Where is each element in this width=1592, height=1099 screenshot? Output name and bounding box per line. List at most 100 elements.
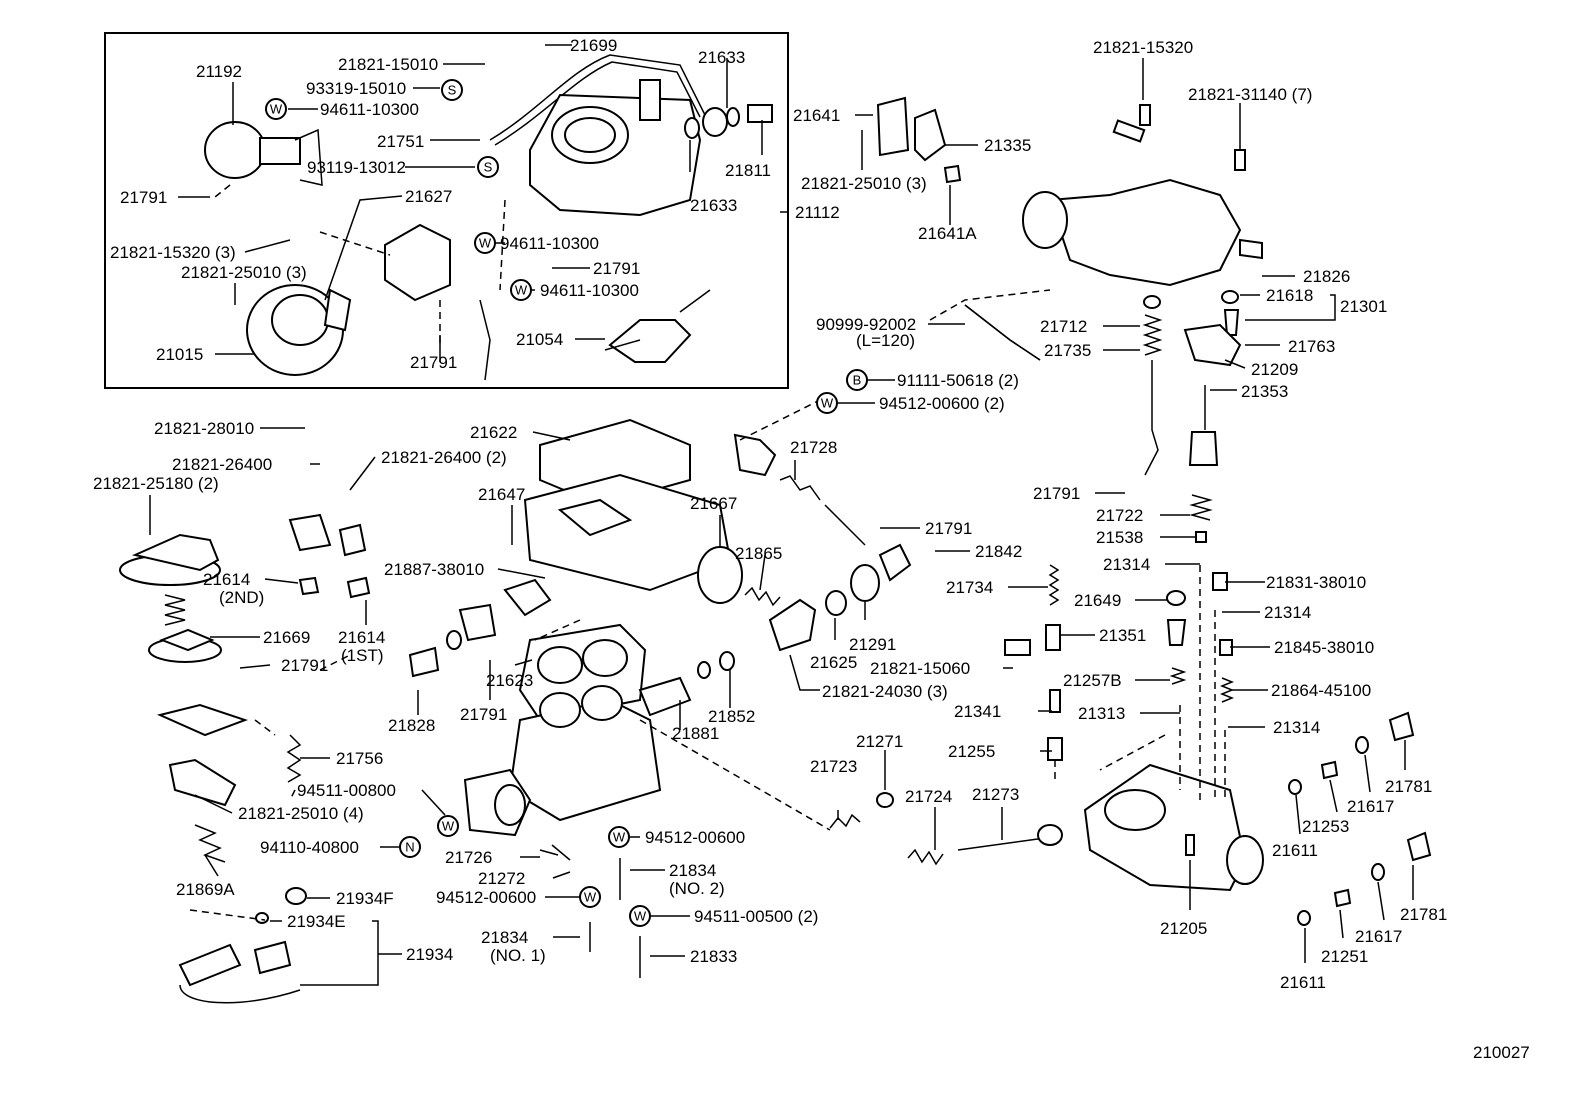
callout-label: 21273 [972, 785, 1019, 804]
svg-text:W: W [821, 396, 834, 411]
callout-label: 21641A [918, 224, 977, 243]
callout-label: 21015 [156, 345, 203, 364]
left-diaphragm-stack [119, 533, 248, 737]
callout-label: 21618 [1266, 286, 1313, 305]
callout-label: 21627 [405, 187, 452, 206]
svg-text:W: W [442, 819, 455, 834]
nut-symbol: N [399, 836, 421, 858]
callout-label: 21735 [1044, 341, 1091, 360]
callout-label: 21351 [1099, 626, 1146, 645]
choke-housing-21015 [246, 284, 352, 376]
callout-label: 21791 [410, 353, 457, 372]
callout-label: 21253 [1302, 817, 1349, 836]
callout-label: 21205 [1160, 919, 1207, 938]
dashed-assembly-lines [189, 184, 1226, 921]
callout-label: 21821-15320 [1093, 38, 1193, 57]
callout-label: 21699 [570, 36, 617, 55]
callout-label: 21852 [708, 707, 755, 726]
callout-label: 21821-26400 [172, 455, 272, 474]
callout-label: (L=120) [856, 331, 915, 350]
callout-label: 21611 [1272, 841, 1318, 860]
callout-label: 21781 [1385, 777, 1432, 796]
air-horn-21112 [529, 79, 702, 217]
svg-text:W: W [584, 890, 597, 905]
washer-symbol: W [579, 886, 601, 908]
svg-text:W: W [634, 909, 647, 924]
callout-label: (NO. 1) [490, 946, 546, 965]
callout-label: 21649 [1074, 591, 1121, 610]
callout-label: 21617 [1355, 927, 1402, 946]
part-drawings [119, 54, 1432, 1004]
callout-label: 94511-00800 [297, 781, 396, 800]
callout-label: 21934 [406, 945, 453, 964]
washer-symbol: W [816, 392, 838, 414]
callout-label: 21821-15010 [338, 55, 438, 74]
callout-label: 21622 [470, 423, 517, 442]
callout-label: 94611-10300 [320, 100, 419, 119]
callout-label: 21209 [1251, 360, 1298, 379]
washer-symbol: W [608, 826, 630, 848]
callout-label: 21828 [388, 716, 435, 735]
callout-label: 21617 [1347, 797, 1394, 816]
svg-text:W: W [613, 830, 626, 845]
callout-label: 21864-45100 [1271, 681, 1371, 700]
callout-label: 91111-50618 (2) [897, 371, 1019, 390]
callout-label: 21751 [377, 132, 424, 151]
callout-label: 21712 [1040, 317, 1087, 336]
choke-breaker-21192 [204, 121, 323, 186]
callout-label: 21251 [1321, 947, 1368, 966]
callout-label: 94110-40800 [260, 838, 359, 857]
inset-frame [104, 32, 789, 389]
callout-label: 21341 [954, 702, 1001, 721]
callout-label: 21821-15320 (3) [110, 243, 236, 262]
washer-symbol: W [437, 815, 459, 837]
callout-label: 21881 [672, 724, 719, 743]
callout-label: 21314 [1273, 718, 1320, 737]
carburetor-base-21205 [1083, 763, 1264, 892]
callout-label: 21842 [975, 542, 1022, 561]
throttle-body-21623 [508, 623, 662, 822]
callout-label: (2ND) [219, 588, 264, 607]
washer-symbol: W [629, 905, 651, 927]
callout-label: 21633 [698, 48, 745, 67]
callout-label: 21112 [795, 203, 840, 222]
callout-label: 21869A [176, 880, 235, 899]
callout-label: 21335 [984, 136, 1031, 155]
callout-label: 94512-00600 (2) [879, 394, 1005, 413]
callout-label: 21723 [810, 757, 857, 776]
callout-label: 21623 [486, 671, 533, 690]
callout-label: 21538 [1096, 528, 1143, 547]
callout-label: 21781 [1400, 905, 1447, 924]
callout-label: 21791 [460, 705, 507, 724]
callout-label: 21192 [196, 62, 242, 81]
callout-label: 21821-26400 (2) [381, 448, 507, 467]
callout-label: 94611-10300 [500, 234, 599, 253]
symbol-markers: W S S W W B W W N W W W [265, 79, 868, 927]
svg-text:S: S [448, 83, 457, 98]
callout-label: 21934E [287, 912, 346, 931]
callout-label: (NO. 2) [669, 879, 725, 898]
callout-label: 21314 [1103, 555, 1150, 574]
callout-label: 21821-25010 (3) [801, 174, 927, 193]
callout-label: 21834 [669, 861, 716, 880]
leader-lines [149, 44, 1414, 986]
callout-label: 21826 [1303, 267, 1350, 286]
washer-symbol: W [510, 279, 532, 301]
callout-label: 21821-25180 (2) [93, 474, 219, 493]
callout-label: 21625 [810, 653, 857, 672]
callout-label: 21821-28010 [154, 419, 254, 438]
callout-label: 21791 [593, 259, 640, 278]
callout-label: 21865 [735, 544, 782, 563]
bolt-symbol: B [846, 369, 868, 391]
svg-text:N: N [405, 840, 414, 855]
callout-label: 21887-38010 [384, 560, 484, 579]
callout-label: 21054 [516, 330, 563, 349]
callout-label: 21833 [690, 947, 737, 966]
callout-label: 93119-13012 [307, 158, 406, 177]
callout-label: 21271 [856, 732, 903, 751]
callout-label: 21301 [1340, 297, 1387, 316]
callout-label: 21726 [445, 848, 492, 867]
callout-label: (1ST) [341, 646, 384, 665]
svg-text:W: W [270, 102, 283, 117]
